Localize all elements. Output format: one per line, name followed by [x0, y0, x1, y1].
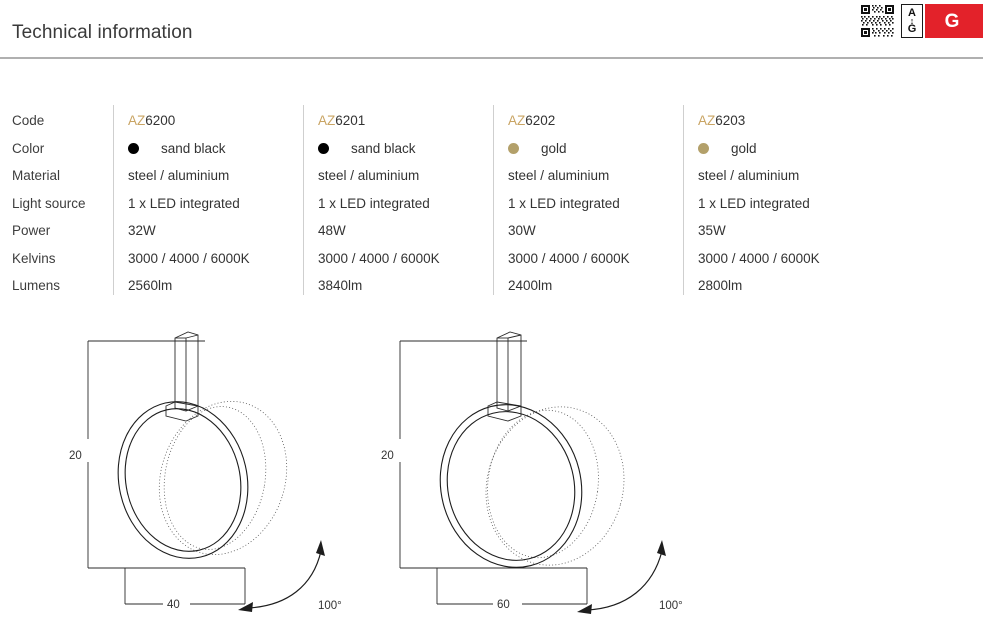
energy-scale-axis-icon: ↕: [909, 15, 915, 26]
product-code-number: 6202: [525, 113, 556, 129]
spec-label-column: Code Color Material Light source Power K…: [12, 105, 113, 295]
page-title: Technical information: [12, 22, 193, 43]
product-power: 35W: [698, 223, 726, 239]
dimension-width-label: 40: [167, 599, 180, 611]
product-code-number: 6201: [335, 113, 366, 129]
product-kelvins: 3000 / 4000 / 6000K: [508, 250, 630, 266]
spec-label-color: Color: [12, 140, 45, 156]
spec-label-code: Code: [12, 113, 45, 129]
product-power: 48W: [318, 223, 346, 239]
product-color-name: gold: [541, 140, 567, 156]
color-swatch-icon: [698, 142, 709, 154]
product-material: steel / aluminium: [508, 168, 610, 184]
energy-scale-range: A ↕ G: [901, 4, 923, 38]
product-code-prefix: AZ: [508, 113, 526, 129]
product-code-number: 6200: [145, 113, 176, 129]
product-kelvins: 3000 / 4000 / 6000K: [128, 250, 250, 266]
spec-label-material: Material: [12, 168, 61, 184]
technical-drawings: 20 40 100°: [0, 318, 983, 635]
specification-table: Code Color Material Light source Power K…: [12, 105, 872, 295]
product-color-name: sand black: [351, 140, 416, 156]
dimension-drawing-large: 20 60 100°: [375, 318, 775, 635]
product-lumens: 2560lm: [128, 278, 173, 294]
qr-code-icon: [860, 4, 895, 38]
rotation-angle-label: 100°: [659, 600, 683, 612]
spec-label-kelvins: Kelvins: [12, 250, 56, 266]
product-power: 30W: [508, 223, 536, 239]
product-color-name: sand black: [161, 140, 226, 156]
product-light-source: 1 x LED integrated: [508, 195, 620, 211]
spec-label-light-source: Light source: [12, 195, 86, 211]
rotation-angle-label: 100°: [318, 600, 342, 612]
product-color: sand black: [318, 135, 493, 163]
dimension-height-label: 20: [69, 450, 82, 462]
dimension-drawing-small: 20 40 100°: [55, 318, 455, 635]
product-color: gold: [508, 135, 683, 163]
color-swatch-icon: [318, 142, 329, 154]
product-material: steel / aluminium: [698, 168, 800, 184]
spec-label-lumens: Lumens: [12, 278, 61, 294]
color-swatch-icon: [128, 142, 139, 154]
energy-class-arrow: A ↕ G G: [901, 4, 983, 38]
product-light-source: 1 x LED integrated: [128, 195, 240, 211]
product-light-source: 1 x LED integrated: [698, 195, 810, 211]
product-color: sand black: [128, 135, 303, 163]
energy-grade-letter: G: [944, 10, 960, 32]
product-lumens: 2800lm: [698, 278, 743, 294]
header-divider: [0, 57, 983, 59]
product-code-number: 6203: [715, 113, 746, 129]
product-lumens: 3840lm: [318, 278, 363, 294]
energy-scale-bottom: G: [907, 23, 917, 36]
product-code-prefix: AZ: [128, 113, 146, 129]
dimension-height-label: 20: [381, 450, 394, 462]
spec-label-power: Power: [12, 223, 51, 239]
product-light-source: 1 x LED integrated: [318, 195, 430, 211]
product-kelvins: 3000 / 4000 / 6000K: [698, 250, 820, 266]
product-material: steel / aluminium: [318, 168, 420, 184]
product-kelvins: 3000 / 4000 / 6000K: [318, 250, 440, 266]
product-power: 32W: [128, 223, 156, 239]
product-code-prefix: AZ: [318, 113, 336, 129]
color-swatch-icon: [508, 142, 519, 154]
product-code-prefix: AZ: [698, 113, 716, 129]
product-material: steel / aluminium: [128, 168, 230, 184]
product-color: gold: [698, 135, 873, 163]
energy-grade-band: G: [925, 4, 983, 38]
product-color-name: gold: [731, 140, 757, 156]
dimension-width-label: 60: [497, 599, 510, 611]
energy-scale-top: A: [908, 6, 916, 19]
energy-label-badge: A ↕ G G: [860, 3, 983, 39]
product-lumens: 2400lm: [508, 278, 553, 294]
